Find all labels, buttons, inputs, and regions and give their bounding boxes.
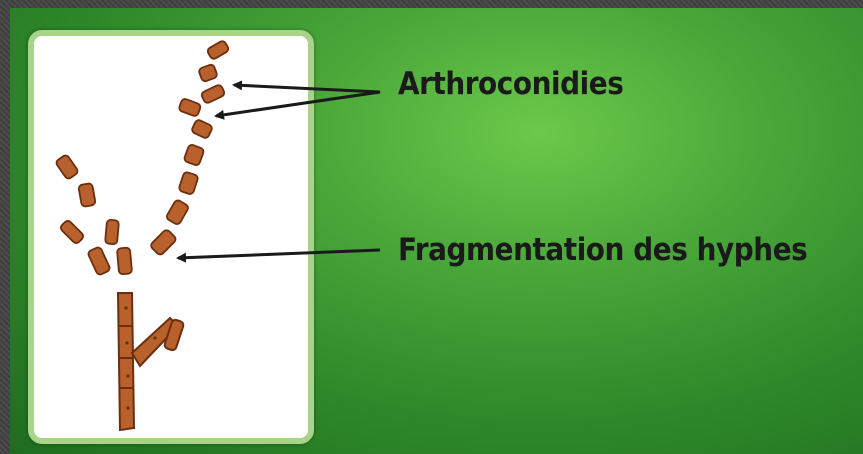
arthroconidia-chain-right bbox=[150, 40, 230, 256]
arthroconidia-chain-left bbox=[55, 154, 132, 276]
arrow-icon bbox=[216, 92, 380, 116]
label-fragmentation: Fragmentation des hyphes bbox=[398, 232, 807, 268]
label-arthroconidies: Arthroconidies bbox=[398, 66, 623, 102]
slide-background: Arthroconidies Fragmentation des hyphes bbox=[10, 8, 863, 454]
arrows bbox=[178, 85, 380, 258]
hypha-stem bbox=[118, 293, 178, 430]
arrow-icon bbox=[178, 250, 380, 258]
arrow-icon bbox=[234, 85, 380, 92]
